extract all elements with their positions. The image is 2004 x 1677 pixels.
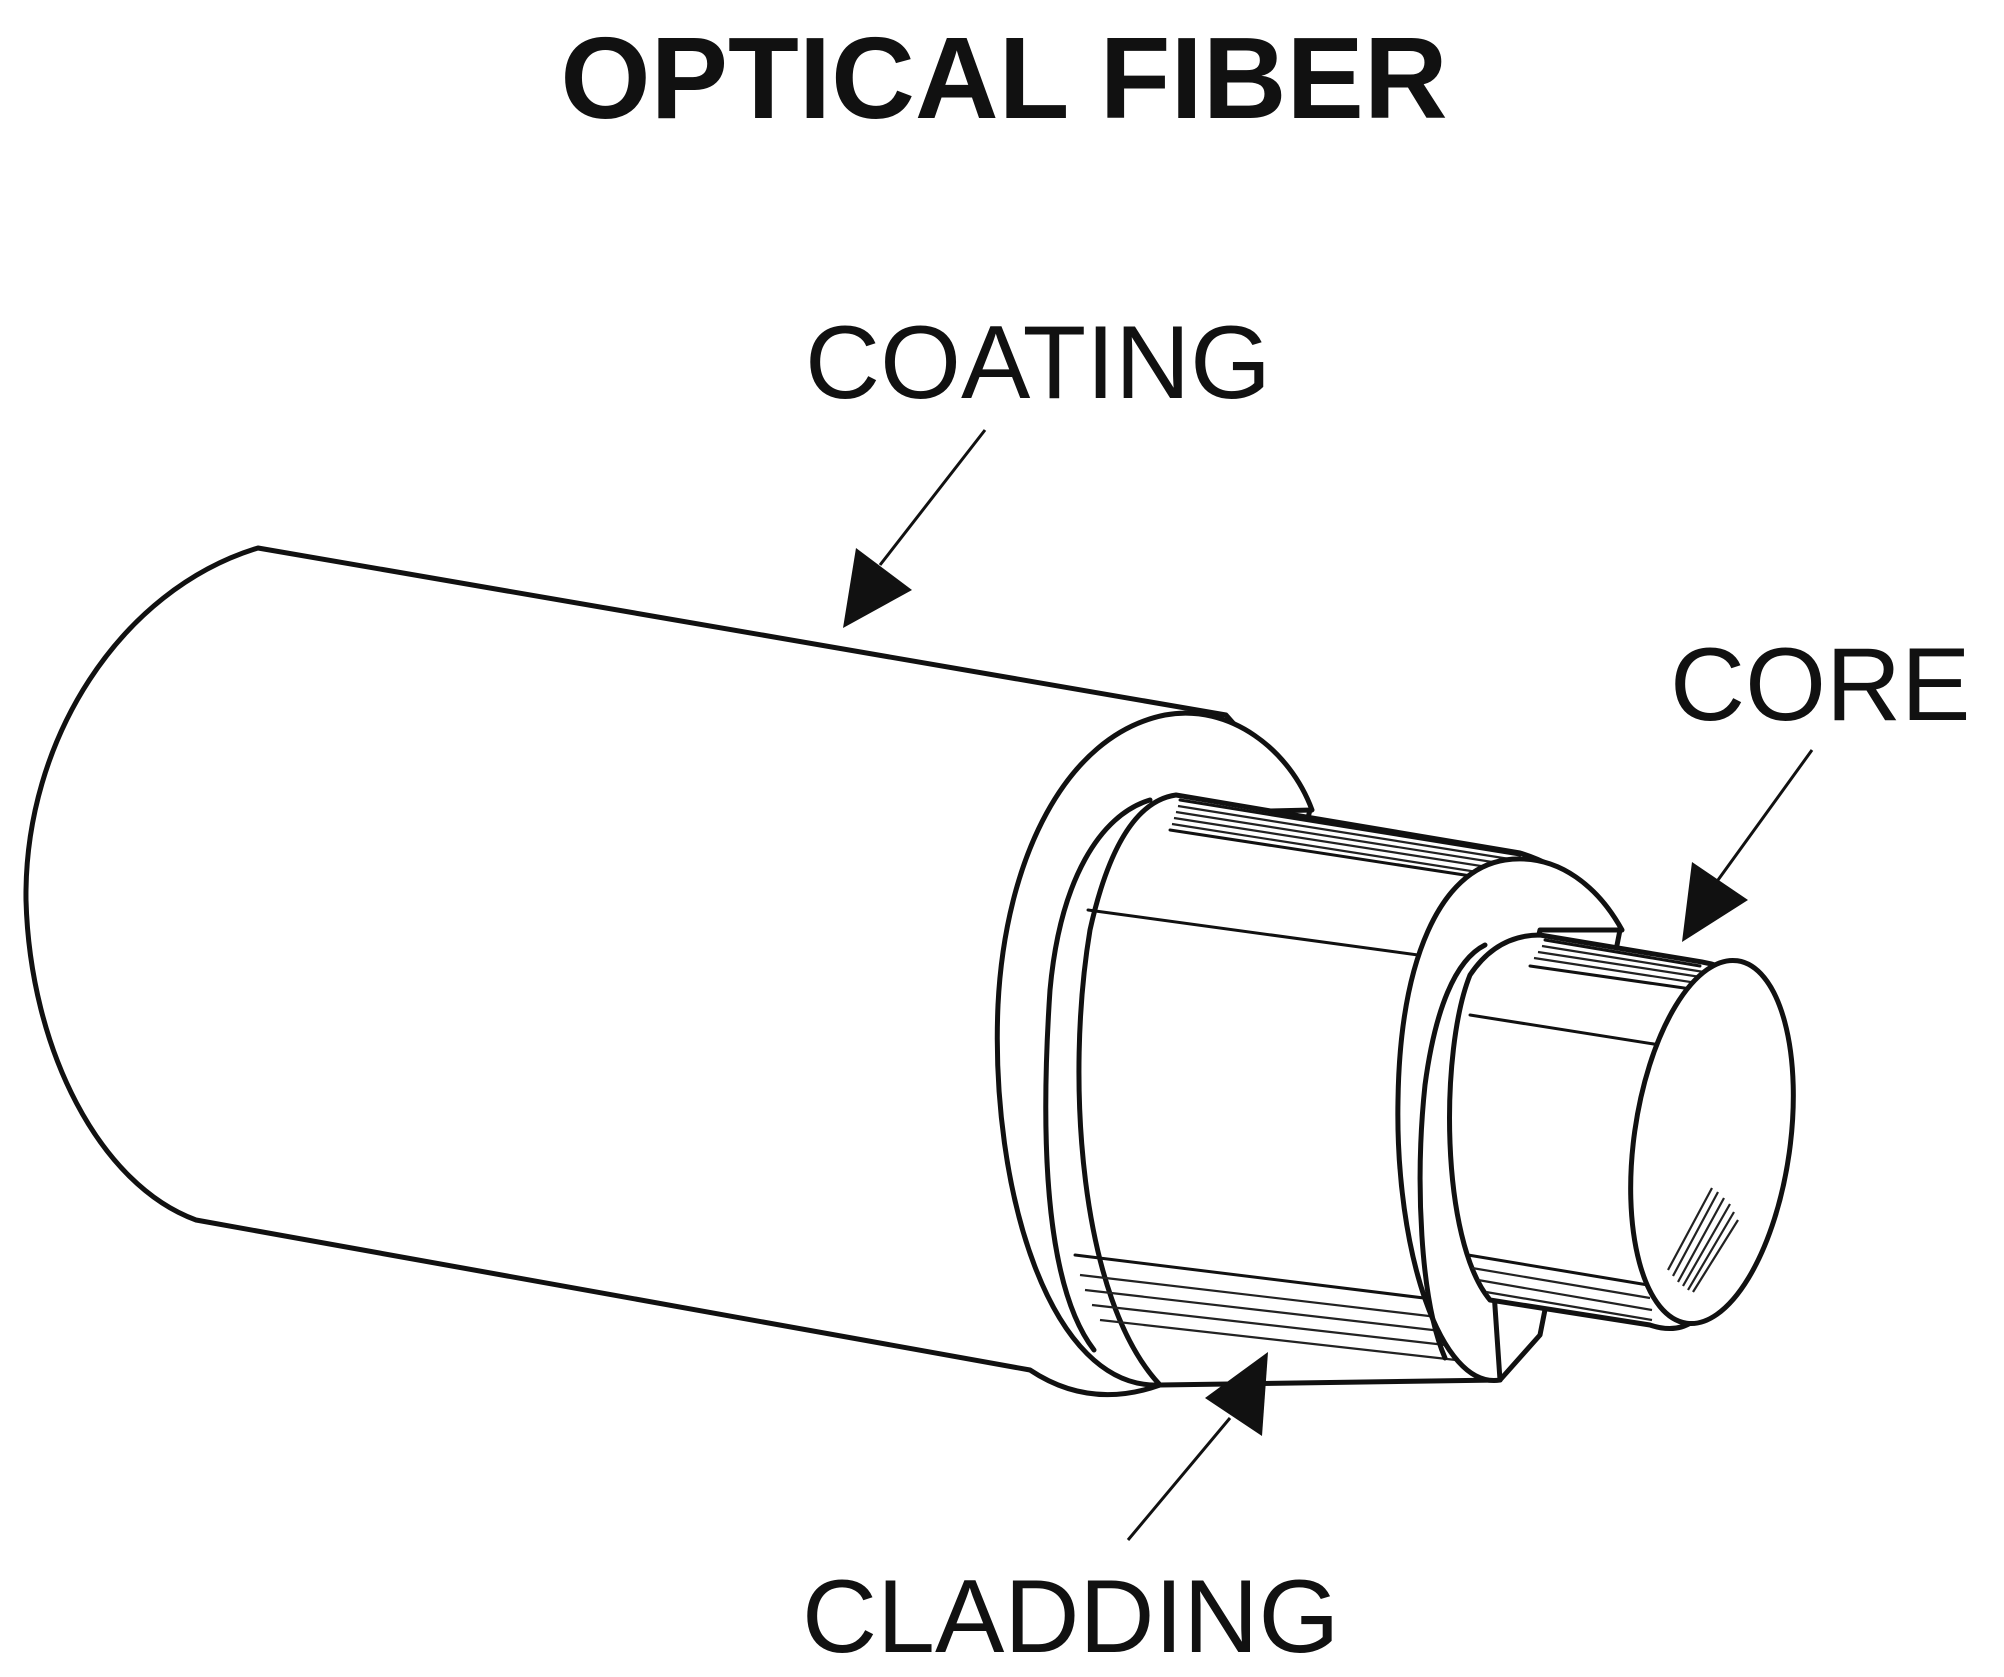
coating-arrowhead <box>843 548 912 628</box>
core-end-face <box>1628 957 1796 1327</box>
core-arrowhead <box>1682 862 1748 942</box>
cladding-inner-rim <box>1417 942 1488 1361</box>
coating-label: COATING <box>805 305 1271 421</box>
core-leader-line <box>1716 749 1814 881</box>
cladding-highlight-line <box>1086 908 1442 960</box>
coating-body <box>23 545 1313 1398</box>
cladding-arrowhead <box>1205 1352 1268 1436</box>
core-callout: CORE <box>1670 627 1970 942</box>
coating-callout: COATING <box>805 305 1271 628</box>
diagram-title: OPTICAL FIBER <box>560 13 1447 143</box>
cladding-top-shading <box>1168 798 1532 887</box>
core-top-shading <box>1528 938 1714 994</box>
cladding-callout: CLADDING <box>802 1352 1339 1675</box>
core-bottom-shading <box>1466 1253 1653 1322</box>
cladding-leader-line <box>1126 1417 1232 1541</box>
cladding-bottom-shading <box>1073 1253 1457 1362</box>
coating-leader-line <box>878 429 987 566</box>
core-layer <box>1447 932 1796 1331</box>
core-label: CORE <box>1670 627 1970 743</box>
coating-layer <box>23 545 1315 1398</box>
cladding-label: CLADDING <box>802 1559 1339 1675</box>
core-highlight-line <box>1468 1013 1662 1047</box>
coating-inner-rim <box>1043 797 1153 1353</box>
core-face-glint <box>1667 1187 1739 1293</box>
